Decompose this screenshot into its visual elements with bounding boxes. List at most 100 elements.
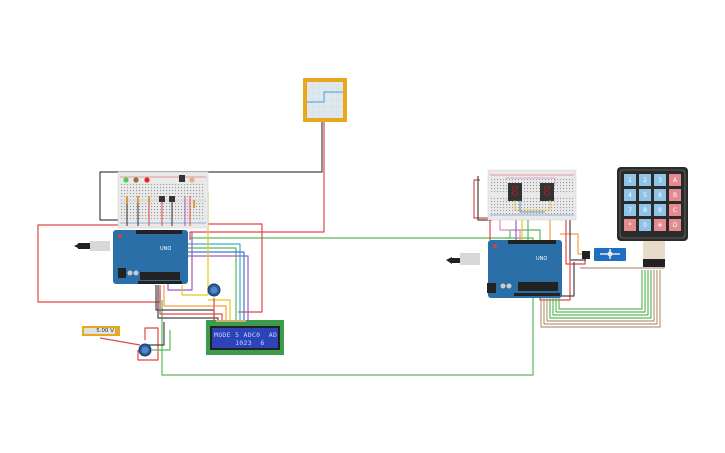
wire-osc-black[interactable] bbox=[99, 122, 323, 221]
breadboard-hole[interactable] bbox=[494, 198, 496, 200]
breadboard-hole[interactable] bbox=[497, 213, 499, 215]
breadboard-hole[interactable] bbox=[500, 198, 502, 200]
breadboard-hole[interactable] bbox=[145, 187, 147, 189]
breadboard-hole[interactable] bbox=[166, 203, 168, 205]
breadboard-hole[interactable] bbox=[139, 212, 141, 214]
breadboard-hole[interactable] bbox=[503, 191, 505, 193]
breadboard-hole[interactable] bbox=[509, 207, 511, 209]
breadboard-hole[interactable] bbox=[169, 190, 171, 192]
breadboard-hole[interactable] bbox=[163, 187, 165, 189]
breadboard-hole[interactable] bbox=[181, 212, 183, 214]
arduino-right[interactable]: UNO bbox=[446, 240, 562, 298]
breadboard-hole[interactable] bbox=[196, 203, 198, 205]
breadboard-hole[interactable] bbox=[193, 212, 195, 214]
breadboard-hole[interactable] bbox=[506, 204, 508, 206]
breadboard-hole[interactable] bbox=[193, 187, 195, 189]
breadboard-hole[interactable] bbox=[196, 190, 198, 192]
breadboard-hole[interactable] bbox=[563, 188, 565, 190]
breadboard-hole[interactable] bbox=[172, 212, 174, 214]
breadboard-hole[interactable] bbox=[545, 210, 547, 212]
breadboard-hole[interactable] bbox=[127, 193, 129, 195]
breadboard-hole[interactable] bbox=[127, 187, 129, 189]
keypad-key-C[interactable] bbox=[669, 204, 681, 216]
breadboard-hole[interactable] bbox=[142, 193, 144, 195]
breadboard-hole[interactable] bbox=[124, 193, 126, 195]
keypad-key-5[interactable] bbox=[639, 189, 651, 201]
breadboard-hole[interactable] bbox=[533, 213, 535, 215]
breadboard-hole[interactable] bbox=[190, 196, 192, 198]
breadboard-hole[interactable] bbox=[157, 215, 159, 217]
breadboard-hole[interactable] bbox=[527, 182, 529, 184]
breadboard-hole[interactable] bbox=[530, 182, 532, 184]
breadboard-hole[interactable] bbox=[557, 213, 559, 215]
breadboard-hole[interactable] bbox=[551, 182, 553, 184]
breadboard-hole[interactable] bbox=[572, 213, 574, 215]
breadboard-hole[interactable] bbox=[527, 207, 529, 209]
breadboard-hole[interactable] bbox=[151, 206, 153, 208]
breadboard-hole[interactable] bbox=[127, 212, 129, 214]
breadboard-hole[interactable] bbox=[557, 191, 559, 193]
breadboard-hole[interactable] bbox=[494, 210, 496, 212]
breadboard-hole[interactable] bbox=[515, 179, 517, 181]
wire-red-mm[interactable] bbox=[99, 337, 141, 346]
breadboard-hole[interactable] bbox=[524, 185, 526, 187]
breadboard-hole[interactable] bbox=[175, 193, 177, 195]
breadboard-hole[interactable] bbox=[557, 182, 559, 184]
breadboard-hole[interactable] bbox=[503, 204, 505, 206]
breadboard-hole[interactable] bbox=[190, 203, 192, 205]
breadboard-hole[interactable] bbox=[569, 201, 571, 203]
breadboard-hole[interactable] bbox=[196, 187, 198, 189]
breadboard-hole[interactable] bbox=[554, 201, 556, 203]
breadboard-hole[interactable] bbox=[551, 179, 553, 181]
breadboard-hole[interactable] bbox=[563, 185, 565, 187]
breadboard-hole[interactable] bbox=[554, 207, 556, 209]
breadboard-hole[interactable] bbox=[136, 215, 138, 217]
pushbutton[interactable] bbox=[159, 196, 165, 202]
breadboard-hole[interactable] bbox=[193, 193, 195, 195]
breadboard-hole[interactable] bbox=[524, 188, 526, 190]
breadboard-hole[interactable] bbox=[509, 204, 511, 206]
breadboard-hole[interactable] bbox=[536, 204, 538, 206]
breadboard-hole[interactable] bbox=[124, 196, 126, 198]
breadboard-hole[interactable] bbox=[157, 196, 159, 198]
led-red[interactable] bbox=[144, 177, 150, 183]
breadboard-hole[interactable] bbox=[121, 184, 123, 186]
breadboard-hole[interactable] bbox=[199, 196, 201, 198]
breadboard-hole[interactable] bbox=[506, 179, 508, 181]
breadboard-hole[interactable] bbox=[142, 190, 144, 192]
breadboard-hole[interactable] bbox=[530, 191, 532, 193]
breadboard-hole[interactable] bbox=[539, 210, 541, 212]
breadboard-hole[interactable] bbox=[193, 209, 195, 211]
breadboard-hole[interactable] bbox=[563, 207, 565, 209]
breadboard-hole[interactable] bbox=[503, 185, 505, 187]
breadboard-hole[interactable] bbox=[157, 190, 159, 192]
keypad-key-7[interactable] bbox=[624, 204, 636, 216]
analog-header[interactable] bbox=[138, 281, 182, 284]
breadboard-hole[interactable] bbox=[139, 215, 141, 217]
breadboard-hole[interactable] bbox=[506, 201, 508, 203]
breadboard-hole[interactable] bbox=[524, 204, 526, 206]
breadboard-hole[interactable] bbox=[136, 209, 138, 211]
breadboard-hole[interactable] bbox=[163, 209, 165, 211]
breadboard-hole[interactable] bbox=[533, 179, 535, 181]
breadboard-hole[interactable] bbox=[145, 196, 147, 198]
breadboard-hole[interactable] bbox=[533, 201, 535, 203]
breadboard-hole[interactable] bbox=[181, 218, 183, 220]
breadboard-hole[interactable] bbox=[124, 187, 126, 189]
breadboard-hole[interactable] bbox=[175, 203, 177, 205]
breadboard-hole[interactable] bbox=[554, 213, 556, 215]
breadboard-hole[interactable] bbox=[130, 184, 132, 186]
breadboard-hole[interactable] bbox=[497, 188, 499, 190]
breadboard-hole[interactable] bbox=[145, 209, 147, 211]
breadboard-hole[interactable] bbox=[157, 218, 159, 220]
breadboard-hole[interactable] bbox=[569, 191, 571, 193]
keypad-header[interactable] bbox=[643, 259, 665, 267]
breadboard-hole[interactable] bbox=[491, 185, 493, 187]
breadboard-hole[interactable] bbox=[199, 187, 201, 189]
led-green[interactable] bbox=[123, 177, 129, 183]
breadboard-hole[interactable] bbox=[509, 182, 511, 184]
breadboard-hole[interactable] bbox=[518, 207, 520, 209]
breadboard-hole[interactable] bbox=[124, 215, 126, 217]
breadboard-hole[interactable] bbox=[512, 179, 514, 181]
